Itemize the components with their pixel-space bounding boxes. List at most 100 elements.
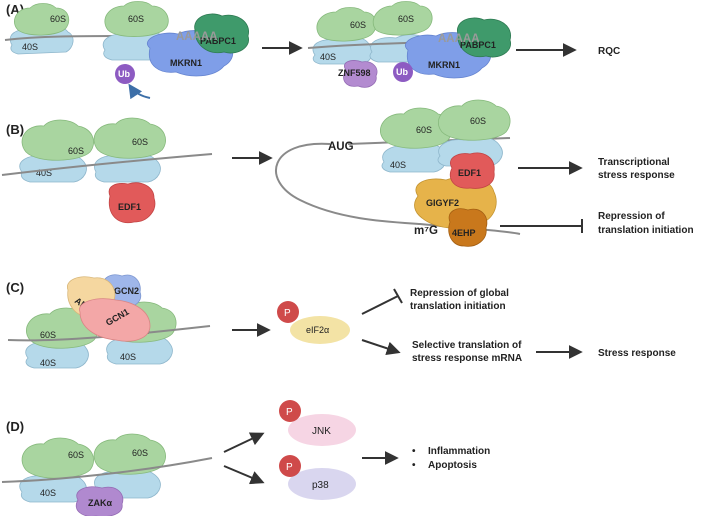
large-subunit	[104, 1, 169, 37]
phospho-label: P	[286, 407, 293, 418]
large-subunit-label: 60S	[132, 137, 148, 147]
mkrn1-label: MKRN1	[428, 60, 460, 70]
4ehp-label: 4EHP	[452, 228, 476, 238]
panel-c-arrow-2	[361, 339, 401, 356]
large-subunit-label: 60S	[68, 450, 84, 460]
mrna-d	[1, 457, 213, 483]
eif2a-protein	[290, 316, 350, 344]
small-subunit-label: 40S	[40, 358, 56, 368]
bullet-1: •	[412, 446, 416, 457]
outcome-selective-line2: stress response mRNA	[412, 353, 522, 364]
outcome-repression-line2: translation initiation	[598, 225, 694, 236]
phospho-marker-p38	[279, 455, 301, 477]
panel-c-inhibit-line	[361, 295, 399, 315]
outcome-transcriptional-line2: stress response	[598, 170, 675, 181]
pabpc1-protein	[456, 17, 512, 58]
large-subunit-label: 60S	[470, 116, 486, 126]
poly-a-tail: AAAAA	[438, 33, 480, 45]
phospho-label: P	[286, 462, 293, 473]
bullet-2: •	[412, 460, 416, 471]
pabpc1-protein	[194, 13, 250, 54]
large-subunit	[379, 107, 453, 149]
znf598-protein	[343, 60, 378, 88]
outcome-rqc: RQC	[598, 46, 620, 57]
panel-b: (B) 60S 40S 60S EDF1 AUG 60S 40S	[1, 99, 694, 247]
large-subunit-label: 60S	[128, 14, 144, 24]
mkrn1-label: MKRN1	[170, 58, 202, 68]
outcome-repression-line1: Repression of	[598, 211, 665, 222]
small-subunit-label: 40S	[390, 160, 406, 170]
panel-c-label: (C)	[6, 280, 24, 295]
outcome-global-repression-line1: Repression of global	[410, 288, 509, 299]
panel-d-arrow-up	[223, 432, 265, 453]
gcn2-label: GCN2	[114, 286, 139, 296]
ubiquitin-marker	[115, 64, 135, 84]
outcome-selective-line1: Selective translation of	[412, 340, 522, 351]
phospho-marker	[277, 301, 299, 323]
4ehp-protein	[448, 208, 488, 247]
outcome-transcriptional-line1: Transcriptional	[598, 157, 670, 168]
ribosome-b2: 60S	[93, 117, 166, 183]
large-subunit	[93, 433, 166, 475]
small-subunit-label: 40S	[320, 52, 336, 62]
znf598-label: ZNF598	[338, 68, 371, 78]
large-subunit-label: 60S	[40, 330, 56, 340]
small-subunit	[312, 36, 373, 65]
ubiquitin-label: Ub	[396, 67, 408, 77]
large-subunit-label: 60S	[398, 14, 414, 24]
zak-protein	[75, 486, 124, 516]
eif2a-label: eIF2α	[306, 325, 329, 335]
outcome-stress-response: Stress response	[598, 348, 676, 359]
ribosome-b3: 60S 40S	[379, 107, 453, 173]
panel-b-label: (B)	[6, 122, 24, 137]
large-subunit-label: 60S	[132, 448, 148, 458]
jnk-label: JNK	[312, 426, 331, 437]
mrna-c	[7, 325, 211, 342]
small-subunit-label: 40S	[22, 42, 38, 52]
large-subunit-label: 60S	[50, 14, 66, 24]
ubiquitin-marker	[393, 62, 413, 82]
aug-label: AUG	[328, 141, 354, 153]
panel-c: (C) 60S 40S 60S 40S GCN2 ABCF3 GCN1 eIF2…	[6, 274, 676, 369]
ribosome-b1: 60S 40S	[19, 119, 94, 183]
gigyf2-label: GIGYF2	[426, 198, 459, 208]
ubiquitin-label: Ub	[118, 69, 130, 79]
large-subunit-label: 60S	[350, 20, 366, 30]
ubiquitination-arrow	[128, 83, 151, 100]
jnk-protein	[288, 414, 356, 446]
large-subunit	[14, 3, 70, 36]
outcome-apoptosis: Apoptosis	[428, 460, 477, 471]
panel-a: (A) 60S 40S 60S MKRN1 PABPC1 AAAAA Ub	[4, 1, 620, 100]
cap-label: m⁷G	[414, 225, 438, 237]
panel-c-inhibit-bar	[393, 288, 403, 304]
phospho-marker-jnk	[279, 400, 301, 422]
edf1-protein	[108, 182, 156, 224]
ribosome-a1: 60S 40S	[9, 3, 74, 55]
panel-d: (D) 60S 40S 60S ZAKα JNK P p38 P • Infla…	[1, 400, 490, 516]
ribosome-a3: 60S 40S	[312, 7, 377, 65]
p38-protein	[288, 468, 356, 500]
phospho-label: P	[284, 308, 291, 319]
panel-d-label: (D)	[6, 419, 24, 434]
outcome-inflammation: Inflammation	[428, 446, 490, 457]
edf1-protein	[449, 152, 495, 189]
large-subunit	[93, 117, 166, 159]
outcome-global-repression-line2: translation initiation	[410, 301, 506, 312]
p38-label: p38	[312, 480, 329, 491]
large-subunit	[21, 119, 94, 161]
large-subunit-label: 60S	[68, 146, 84, 156]
edf1-label: EDF1	[458, 168, 481, 178]
poly-a-tail: AAAAA	[176, 31, 218, 43]
edf1-label: EDF1	[118, 202, 141, 212]
mrna-b1	[1, 153, 213, 176]
panel-d-arrow-down	[223, 465, 265, 485]
small-subunit-label: 40S	[40, 488, 56, 498]
large-subunit	[372, 1, 433, 36]
small-subunit-label: 40S	[120, 352, 136, 362]
gcn1-protein	[79, 298, 151, 342]
small-subunit-label: 40S	[36, 168, 52, 178]
pabpc1-label: PABPC1	[200, 36, 236, 46]
pabpc1-label: PABPC1	[460, 40, 496, 50]
